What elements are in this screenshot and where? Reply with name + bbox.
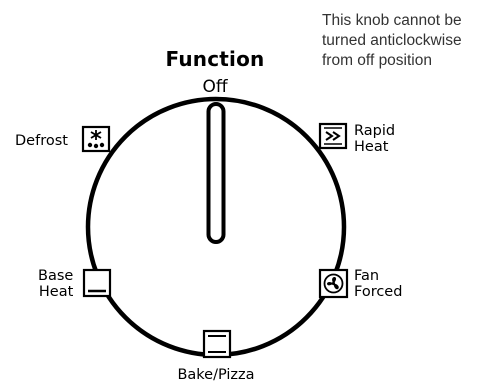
bake-pizza-label: Bake/Pizza bbox=[177, 367, 255, 383]
base-heat-label-line-2: Heat bbox=[38, 284, 74, 300]
rotation-note-line-2: turned anticlockwise bbox=[322, 32, 462, 49]
rapid-heat-icon bbox=[318, 122, 348, 150]
fan-forced-label-line-2: Forced bbox=[354, 284, 403, 300]
rapid-heat-label-line-1: Rapid bbox=[354, 123, 396, 139]
defrost-label: Defrost bbox=[15, 133, 68, 149]
rotation-note-line-3: from off position bbox=[322, 52, 432, 69]
base-heat-icon bbox=[82, 268, 112, 298]
rapid-heat-label: Rapid Heat bbox=[354, 123, 395, 155]
fan-forced-label: Fan Forced bbox=[354, 268, 402, 300]
base-heat-label: Base Heat bbox=[38, 268, 73, 300]
knob-pointer bbox=[206, 102, 226, 244]
rotation-note-line-1: This knob cannot be bbox=[322, 12, 462, 29]
defrost-icon bbox=[81, 125, 111, 153]
knob-title: Function bbox=[165, 47, 265, 71]
rapid-heat-label-line-2: Heat bbox=[354, 139, 389, 155]
rotation-note: This knob cannot be turned anticlockwise… bbox=[322, 11, 490, 71]
off-label: Off bbox=[202, 77, 228, 97]
fan-forced-icon bbox=[318, 268, 349, 299]
bake-pizza-icon bbox=[202, 329, 232, 359]
base-heat-label-line-1: Base bbox=[38, 268, 74, 284]
fan-forced-label-line-1: Fan bbox=[354, 268, 380, 284]
